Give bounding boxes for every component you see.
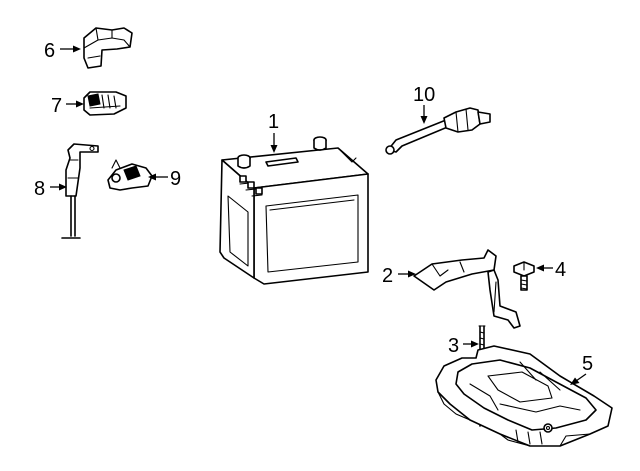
callout-6: 6 bbox=[44, 40, 55, 62]
callout-7: 7 bbox=[51, 95, 62, 117]
callout-5: 5 bbox=[582, 353, 593, 375]
terminal-cover-part[interactable] bbox=[83, 27, 133, 69]
leader-9 bbox=[148, 173, 168, 181]
cable-clamp-part[interactable] bbox=[107, 159, 153, 191]
battery-tray-part[interactable] bbox=[435, 345, 613, 447]
callout-8: 8 bbox=[34, 178, 45, 200]
callout-9: 9 bbox=[170, 168, 181, 190]
leader-1 bbox=[270, 133, 278, 153]
leader-5 bbox=[570, 373, 587, 385]
callout-1: 1 bbox=[268, 111, 279, 133]
leader-2 bbox=[398, 270, 416, 278]
vent-tube-part[interactable] bbox=[385, 107, 491, 155]
leader-3 bbox=[463, 340, 479, 348]
callout-2: 2 bbox=[382, 265, 393, 287]
hold-down-hook-part[interactable] bbox=[61, 143, 99, 239]
leader-6 bbox=[60, 45, 81, 53]
leader-7 bbox=[66, 100, 84, 108]
bracket-bolt-part[interactable] bbox=[513, 261, 535, 291]
terminal-clamp-part[interactable] bbox=[83, 91, 127, 116]
battery-part[interactable] bbox=[219, 136, 369, 285]
callout-3: 3 bbox=[448, 335, 459, 357]
leader-10 bbox=[420, 105, 428, 124]
callout-4: 4 bbox=[555, 259, 566, 281]
callout-10: 10 bbox=[413, 84, 435, 106]
leader-4 bbox=[536, 264, 553, 272]
leader-8 bbox=[50, 183, 67, 191]
hold-down-bracket-part[interactable] bbox=[413, 249, 521, 329]
